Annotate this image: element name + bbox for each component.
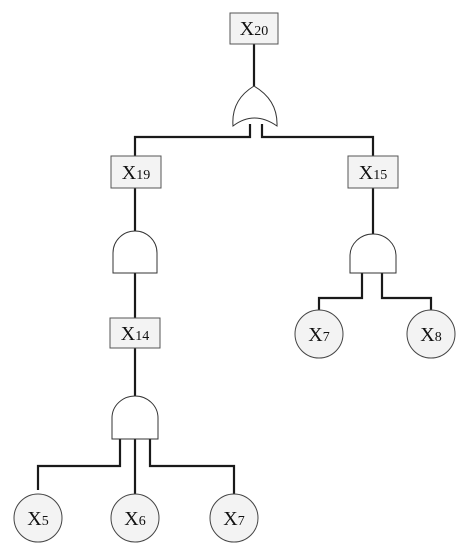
event-label: X7 [223,508,244,530]
event-box [347,155,399,189]
event-label: X15 [359,162,387,184]
event-label: X14 [121,323,149,345]
basic-event-circle [13,493,63,543]
event-x14: X14 [109,317,161,349]
basic-event-circle [209,493,259,543]
event-x15: X15 [347,155,399,189]
edge-or-gate-to-x15 [260,124,375,156]
edge-and-gate-to-x7-bottom [148,439,236,496]
basic-event-x6: X6 [110,493,160,543]
basic-event-x5: X5 [13,493,63,543]
and-gate-x14 [111,395,159,440]
event-box [229,12,279,45]
event-label: X6 [124,508,145,530]
event-label: X7 [308,324,329,346]
basic-event-circle [294,309,344,359]
edge-and-gate-to-x7-right [317,273,364,310]
basic-event-x7-right: X7 [294,309,344,359]
edge-or-gate-to-x19 [133,124,252,156]
event-label: X20 [240,18,268,40]
event-label: X5 [27,508,48,530]
edge-and-gate-to-x5 [36,439,122,490]
event-box [110,155,162,189]
basic-event-circle [110,493,160,543]
and-gate-x15 [349,233,397,274]
and-gate-x19 [112,230,158,274]
or-gate-top [232,85,278,127]
basic-event-circle [406,309,456,359]
top-event-x20: X20 [229,12,279,45]
basic-event-x8: X8 [406,309,456,359]
event-label: X8 [420,324,441,346]
event-x19: X19 [110,155,162,189]
event-box [109,317,161,349]
basic-event-x7-bottom: X7 [209,493,259,543]
edge-and-gate-to-x8 [380,273,433,310]
connector-lines [36,44,433,496]
event-label: X19 [122,162,150,184]
